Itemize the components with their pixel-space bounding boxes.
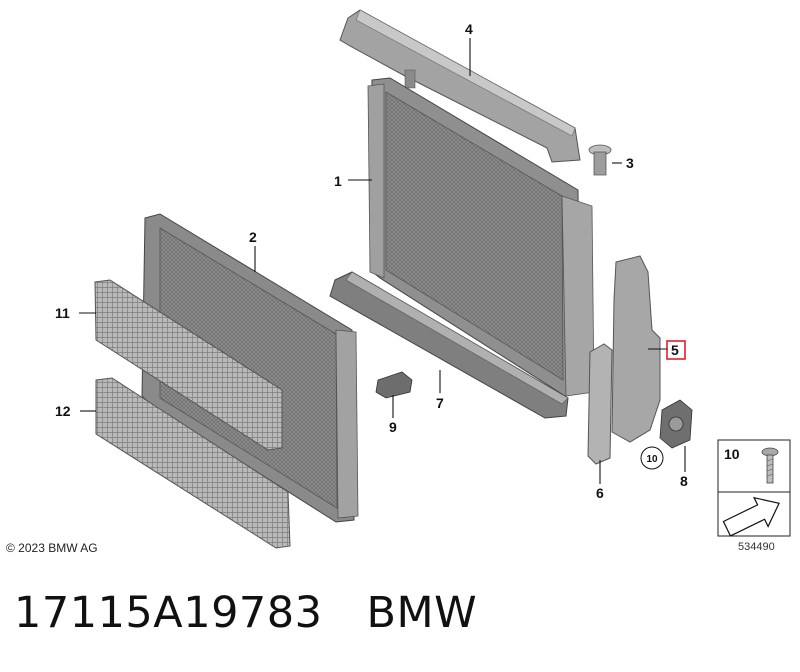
drawing-number: 534490 — [738, 541, 775, 553]
part-mount-bracket — [659, 399, 693, 449]
brand-name: BMW — [366, 588, 478, 638]
callout-9: 9 — [389, 419, 397, 435]
screw-icon — [761, 447, 779, 484]
part-side-air-guide — [611, 255, 661, 443]
part-upper-grille — [94, 279, 283, 451]
legend-box: 10 — [717, 439, 791, 537]
caption: 17115A19783 BMW — [14, 588, 521, 638]
part-lower-grille — [95, 377, 291, 549]
callout-2: 2 — [249, 229, 257, 245]
exploded-parts-diagram: 4 1 3 2 11 12 7 9 6 8 5 10 10 — [55, 9, 791, 549]
callout-8: 8 — [680, 473, 688, 489]
callout-12: 12 — [55, 403, 71, 419]
callout-6: 6 — [596, 485, 604, 501]
callout-10: 10 — [646, 454, 658, 465]
part-cap — [588, 144, 612, 176]
leader-lines — [79, 38, 686, 484]
part-upper-air-duct — [339, 9, 581, 163]
part-main-radiator — [367, 77, 595, 397]
callout-5: 5 — [671, 342, 679, 358]
callout-11: 11 — [55, 305, 70, 321]
copyright-text: © 2023 BMW AG — [6, 541, 98, 555]
part-sensor — [375, 371, 413, 399]
callout-4: 4 — [465, 21, 473, 37]
part-lower-air-duct — [329, 271, 569, 419]
callout-5-highlight-box — [666, 340, 686, 360]
part-side-deflector — [587, 343, 613, 465]
legend-item-number: 10 — [724, 446, 740, 462]
arrow-icon — [722, 496, 780, 537]
callout-3: 3 — [626, 155, 634, 171]
callout-7: 7 — [436, 395, 444, 411]
callout-1: 1 — [334, 173, 342, 189]
part-number: 17115A19783 — [14, 588, 323, 638]
callout-10-circle — [640, 446, 664, 470]
